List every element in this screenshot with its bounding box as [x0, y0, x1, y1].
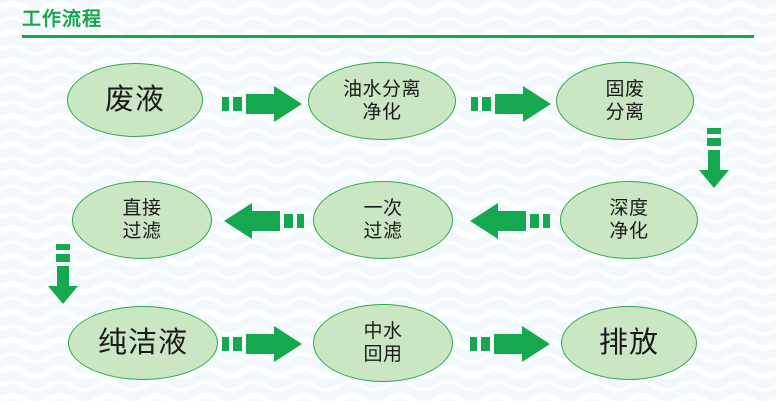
node-discharge[interactable]: 排放: [561, 306, 697, 380]
node-label: 深度 净化: [609, 196, 649, 242]
node-solid-waste-separation[interactable]: 固废 分离: [556, 62, 694, 140]
arrow-direct-to-pure: [44, 244, 82, 306]
arrow-reuse-to-discharge: [470, 326, 552, 362]
node-label: 油水分离 净化: [342, 77, 421, 123]
node-label: 纯洁液: [97, 325, 188, 360]
node-label: 中水 回用: [363, 319, 403, 365]
arrow-solidwaste-to-deep: [695, 128, 733, 190]
title-divider: [22, 35, 754, 38]
node-label: 固废 分离: [605, 77, 645, 123]
arrow-pure-to-reuse: [222, 326, 304, 362]
node-label: 排放: [598, 325, 659, 360]
page-header: 工作流程: [22, 6, 102, 32]
node-label: 废液: [104, 82, 165, 117]
arrow-primary-to-direct: [222, 203, 304, 239]
node-waste-liquid[interactable]: 废液: [67, 63, 203, 137]
node-label: 一次 过滤: [363, 196, 403, 242]
arrow-deep-to-primary: [468, 203, 550, 239]
node-pure-liquid[interactable]: 纯洁液: [68, 306, 218, 380]
arrow-waste-to-oilwater: [222, 86, 304, 122]
node-oil-water-separation[interactable]: 油水分离 净化: [308, 62, 456, 140]
node-reclaimed-water-reuse[interactable]: 中水 回用: [313, 304, 453, 382]
node-label: 直接 过滤: [122, 196, 162, 242]
node-primary-filtration[interactable]: 一次 过滤: [313, 181, 453, 259]
node-deep-purification[interactable]: 深度 净化: [560, 181, 698, 259]
arrow-oilwater-to-solidwaste: [471, 86, 553, 122]
page-title: 工作流程: [22, 8, 103, 30]
node-direct-filtration[interactable]: 直接 过滤: [72, 181, 212, 259]
